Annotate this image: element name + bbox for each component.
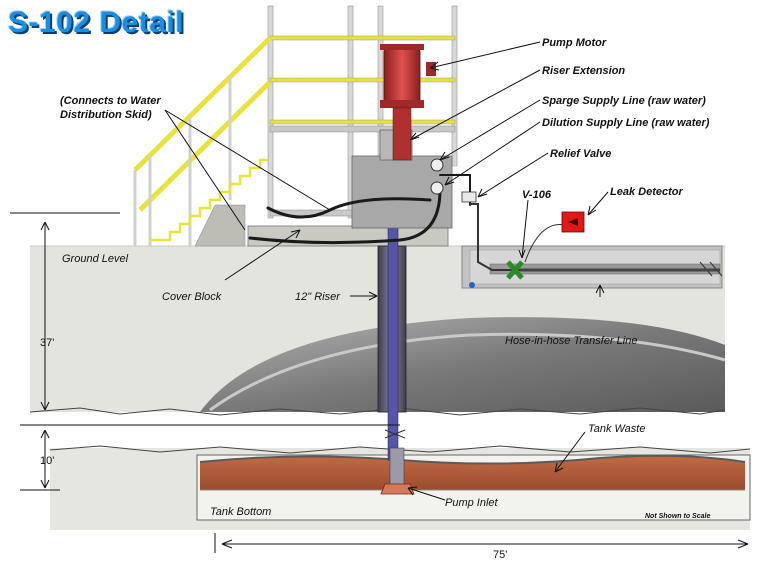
v106-valve-icon (506, 260, 524, 280)
dimension-lines (10, 212, 749, 553)
access-structure (133, 5, 458, 247)
dilution-valve-icon (430, 181, 444, 195)
sparge-supply-label: Sparge Supply Line (raw water) (542, 95, 706, 107)
sparge-valve-icon (430, 158, 444, 172)
width-dimension: 75' (493, 549, 507, 561)
ground-level-label: Ground Level (62, 253, 129, 265)
pump-inlet (380, 483, 415, 495)
v106-label: V-106 (522, 189, 552, 201)
lower-soil (49, 445, 751, 530)
hose-in-hose-label: Hose-in-hose Transfer Line (505, 335, 637, 347)
leader-lines (164, 41, 609, 501)
connects-label-2: Distribution Skid) (60, 109, 152, 121)
riser-12-label: 12" Riser (295, 291, 341, 303)
drain-icon (469, 282, 475, 288)
depth-dimension: 37' (40, 337, 54, 349)
pump-motor-label: Pump Motor (542, 37, 607, 49)
leak-detector-label: Leak Detector (610, 186, 683, 198)
pump-inlet-label: Pump Inlet (445, 497, 499, 509)
relief-valve-label: Relief Valve (550, 148, 611, 160)
riser-extension-label: Riser Extension (542, 65, 625, 77)
pit-box (461, 245, 723, 289)
cover-block-label: Cover Block (162, 291, 222, 303)
tank-dome (200, 317, 725, 412)
relief-valve-icon (461, 191, 477, 203)
waste-depth-dimension: 10' (40, 455, 54, 467)
diagram-title: S-102 Detail (8, 6, 185, 39)
not-to-scale-label: Not Shown to Scale (645, 513, 710, 520)
dilution-supply-label: Dilution Supply Line (raw water) (542, 117, 710, 129)
tank-waste-label: Tank Waste (588, 423, 645, 435)
tank-bottom-label: Tank Bottom (210, 506, 271, 518)
tank-waste-layer (200, 455, 745, 490)
pump-motor (380, 44, 436, 161)
connects-label: (Connects to Water (60, 95, 161, 107)
